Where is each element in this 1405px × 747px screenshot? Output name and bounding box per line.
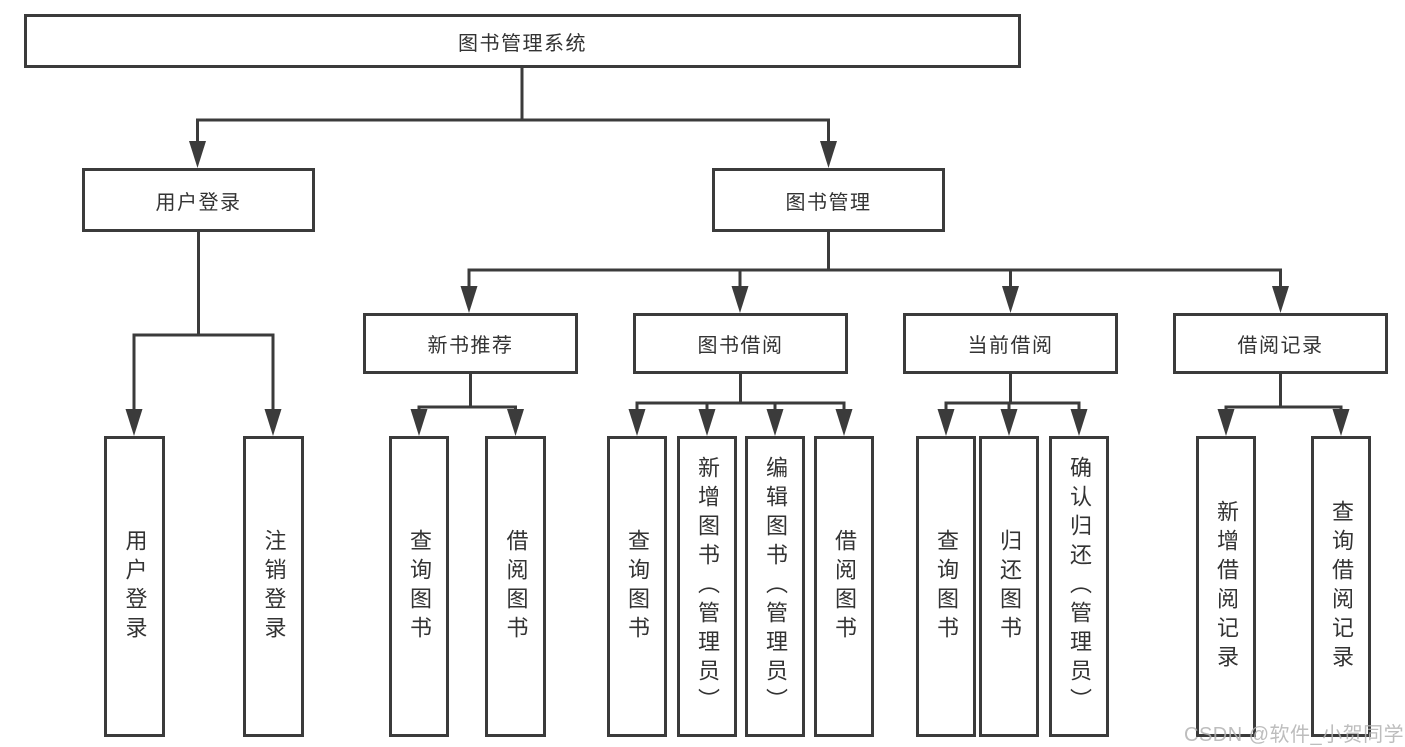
leaf-current-query-books: 查询图书	[916, 436, 976, 737]
leaf-logout: 注销登录	[243, 436, 304, 737]
node-library-system: 图书管理系统	[24, 14, 1021, 68]
leaf-borrow-edit-books-admin: 编辑图书（管理员）	[745, 436, 805, 737]
leaf-record-query-borrow-record: 查询借阅记录	[1311, 436, 1371, 737]
leaf-borrow-query-books: 查询图书	[607, 436, 667, 737]
leaf-recommend-query-books: 查询图书	[389, 436, 449, 737]
node-book-management: 图书管理	[712, 168, 945, 232]
node-book-borrow: 图书借阅	[633, 313, 848, 374]
node-user-login: 用户登录	[82, 168, 315, 232]
leaf-user-login: 用户登录	[104, 436, 165, 737]
leaf-recommend-borrow-books: 借阅图书	[485, 436, 546, 737]
node-new-book-recommend: 新书推荐	[363, 313, 578, 374]
leaf-borrow-borrow-books: 借阅图书	[814, 436, 874, 737]
node-current-borrow: 当前借阅	[903, 313, 1118, 374]
leaf-current-return-books: 归还图书	[979, 436, 1039, 737]
arrowhead-icons	[125, 141, 1350, 436]
leaf-current-confirm-return-admin: 确认归还（管理员）	[1049, 436, 1109, 737]
node-borrow-record: 借阅记录	[1173, 313, 1388, 374]
leaf-record-add-borrow-record: 新增借阅记录	[1196, 436, 1256, 737]
leaf-borrow-add-books-admin: 新增图书（管理员）	[677, 436, 737, 737]
